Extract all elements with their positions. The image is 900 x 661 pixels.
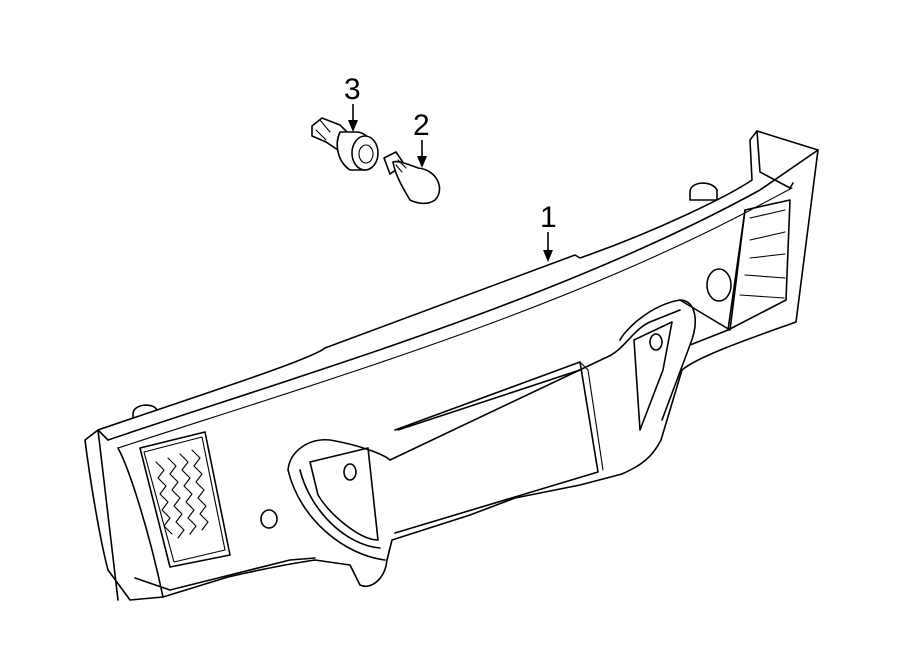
plate-window-inner <box>579 361 604 471</box>
bracket-hole-right <box>649 333 663 351</box>
right-bracket <box>633 321 673 431</box>
mounting-hole-right <box>706 268 732 302</box>
tail-lamp-assembly <box>84 130 819 601</box>
left-reflector <box>139 431 231 568</box>
mounting-hole-left <box>260 509 278 529</box>
left-bracket <box>309 447 379 541</box>
housing-top-ridge <box>107 149 819 441</box>
housing-inner-ridge <box>117 187 793 449</box>
housing-flange <box>97 429 119 601</box>
right-reflector <box>727 199 791 331</box>
left-bracket-outline <box>287 469 386 561</box>
plate-recess <box>287 309 681 471</box>
callout-label-3: 3 <box>344 73 361 106</box>
lens-face <box>117 447 164 598</box>
plate-window-top <box>397 369 581 431</box>
socket <box>311 117 379 171</box>
right-mounting-stud <box>689 182 718 201</box>
callout-3: 3 <box>344 73 361 132</box>
callout-2: 2 <box>413 109 430 168</box>
bulb <box>383 151 441 205</box>
plate-window <box>394 361 599 534</box>
callout-label-2: 2 <box>413 109 430 142</box>
bracket-hole-left <box>343 463 357 481</box>
housing-right-lip <box>756 130 794 189</box>
housing-outline <box>84 130 819 601</box>
reflector-zigzag <box>155 449 209 539</box>
callout-1: 1 <box>540 201 557 262</box>
right-inner-panel <box>679 209 746 346</box>
lens-face-lower <box>134 557 316 591</box>
callout-label-1: 1 <box>540 201 557 234</box>
